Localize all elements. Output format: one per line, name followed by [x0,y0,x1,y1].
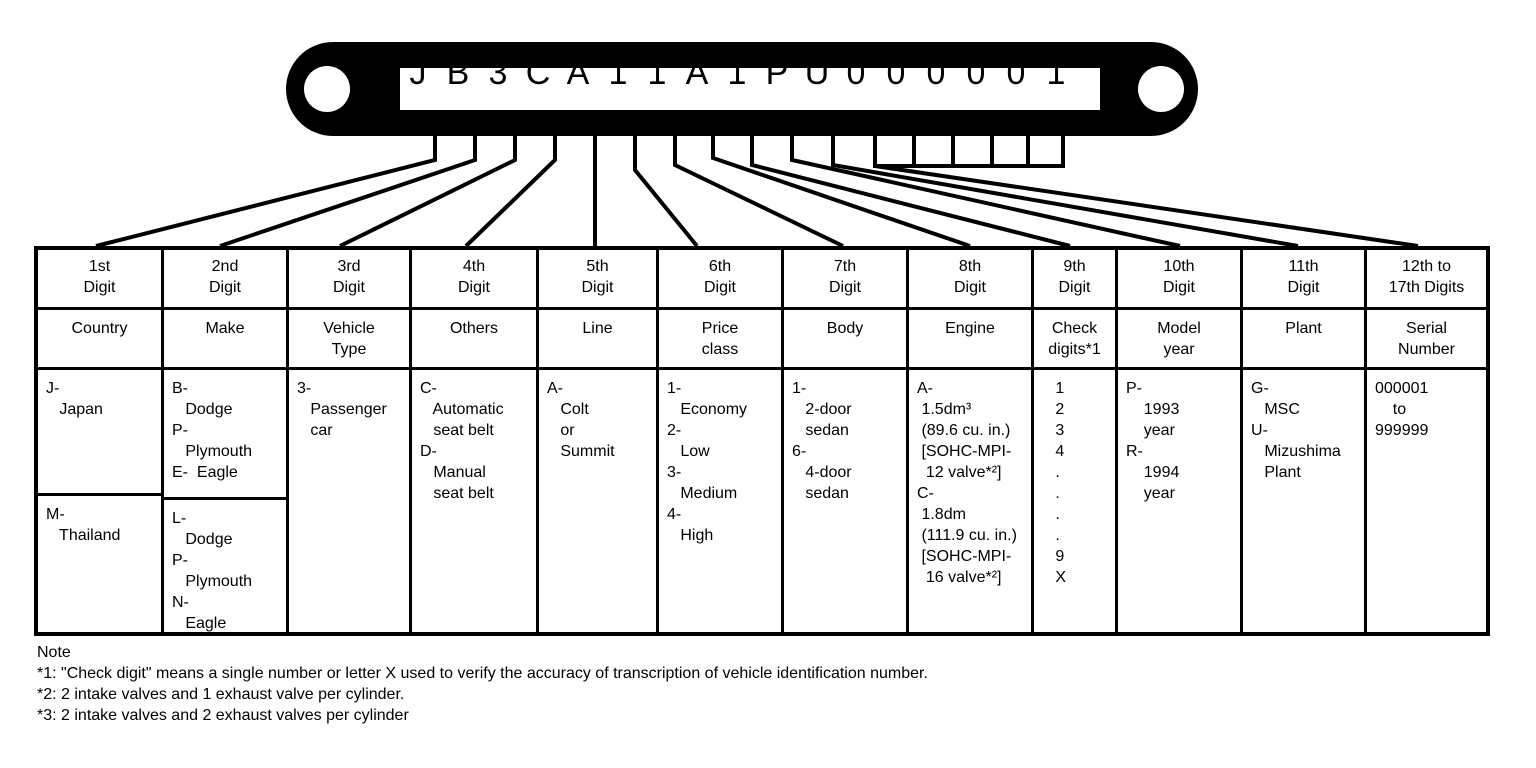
value-cell: G- MSC U- Mizushima Plant [1243,367,1364,632]
vin-character-4: C [525,54,551,92]
category-header: Model year [1118,307,1240,367]
plate-hole-left [304,66,350,112]
category-header: Line [539,307,656,367]
digit-header: 5th Digit [581,258,614,296]
vin-character-15: 0 [966,54,986,92]
digit-header: 4th Digit [457,258,490,296]
vin-character-12: 0 [846,54,866,92]
value-cell: 1- Economy 2- Low 3- Medium 4- High [659,367,781,632]
digit-header: 10th Digit [1162,258,1195,296]
vin-character-10: P [765,54,789,92]
leader-6th-digit [633,122,699,248]
vin-character-6: 1 [608,54,628,92]
leader-11th-digit [831,122,1299,248]
category-header: Plant [1243,307,1364,367]
vin-character-9: 1 [727,54,747,92]
leader-8th-digit [711,122,971,248]
leader-2nd-digit [219,122,477,248]
vin-window [400,68,1100,110]
value-cell: 1- 2-door sedan 6- 4-door sedan [784,367,906,632]
vin-character-1: J [409,54,427,92]
leader-10th-digit [790,122,1181,248]
category-header: Body [784,307,906,367]
value-cell: 000001 to 999999 [1367,367,1486,632]
category-header: Price class [659,307,781,367]
vin-character-17: 1 [1046,54,1066,92]
category-header: Check digits*1 [1034,307,1115,367]
notes-title: Note [37,644,71,661]
value-cell: M- Thailand [38,493,161,632]
vin-character-3: 3 [488,54,508,92]
leader-4th-digit [464,122,557,248]
note-3: *3: 2 intake valves and 2 exhaust valves… [37,707,409,724]
vin-character-2: B [446,54,470,92]
digit-header: 1st Digit [83,258,116,296]
vin-character-11: U [804,54,830,92]
value-cell: P- 1993 year R- 1994 year [1118,367,1240,632]
plate-hole-right [1138,66,1184,112]
digit-header: 6th Digit [703,258,736,296]
value-cell: 3- Passenger car [289,367,409,632]
category-header: Others [412,307,536,367]
category-header: Vehicle Type [289,307,409,367]
category-header: Country [38,307,161,367]
notes: Note *1: "Check digit" means a single nu… [37,642,928,726]
category-header: Make [164,307,286,367]
category-header: Serial Number [1367,307,1486,367]
digit-header: 2nd Digit [208,258,241,296]
note-1: *1: "Check digit" means a single number … [37,665,928,682]
value-cell: 1 2 3 4 . . . . 9 X [1034,367,1115,632]
digit-header: 8th Digit [953,258,986,296]
value-cell: A- 1.5dm³ (89.6 cu. in.) [SOHC-MPI- 12 v… [909,367,1031,632]
vin-character-5: A [566,54,590,92]
value-cell: C- Automatic seat belt D- Manual seat be… [412,367,536,632]
vin-character-13: 0 [886,54,906,92]
vin-character-8: A [685,54,709,92]
digit-header: 7th Digit [828,258,861,296]
digit-header: 3rd Digit [332,258,365,296]
vin-character-14: 0 [926,54,946,92]
category-header: Engine [909,307,1031,367]
leader-9th-digit [750,122,1071,248]
value-cell: A- Colt or Summit [539,367,656,632]
vin-plate [286,42,1198,136]
leader-1st-digit [95,122,437,248]
leader-12th-17th-digits [874,164,1419,248]
value-cell: B- Dodge P- Plymouth E- Eagle [164,367,286,497]
value-cell: L- Dodge P- Plymouth N- Eagle [164,497,286,632]
digit-header: 9th Digit [1058,258,1091,296]
vin-character-16: 0 [1006,54,1026,92]
digit-header: 11th Digit [1287,258,1320,296]
value-cell: J- Japan [38,367,161,493]
digit-header: 12th to 17th Digits [1388,258,1465,296]
vin-character-7: 1 [647,54,667,92]
leader-7th-digit [673,122,844,248]
leader-3rd-digit [339,122,517,248]
note-2: *2: 2 intake valves and 1 exhaust valve … [37,686,405,703]
